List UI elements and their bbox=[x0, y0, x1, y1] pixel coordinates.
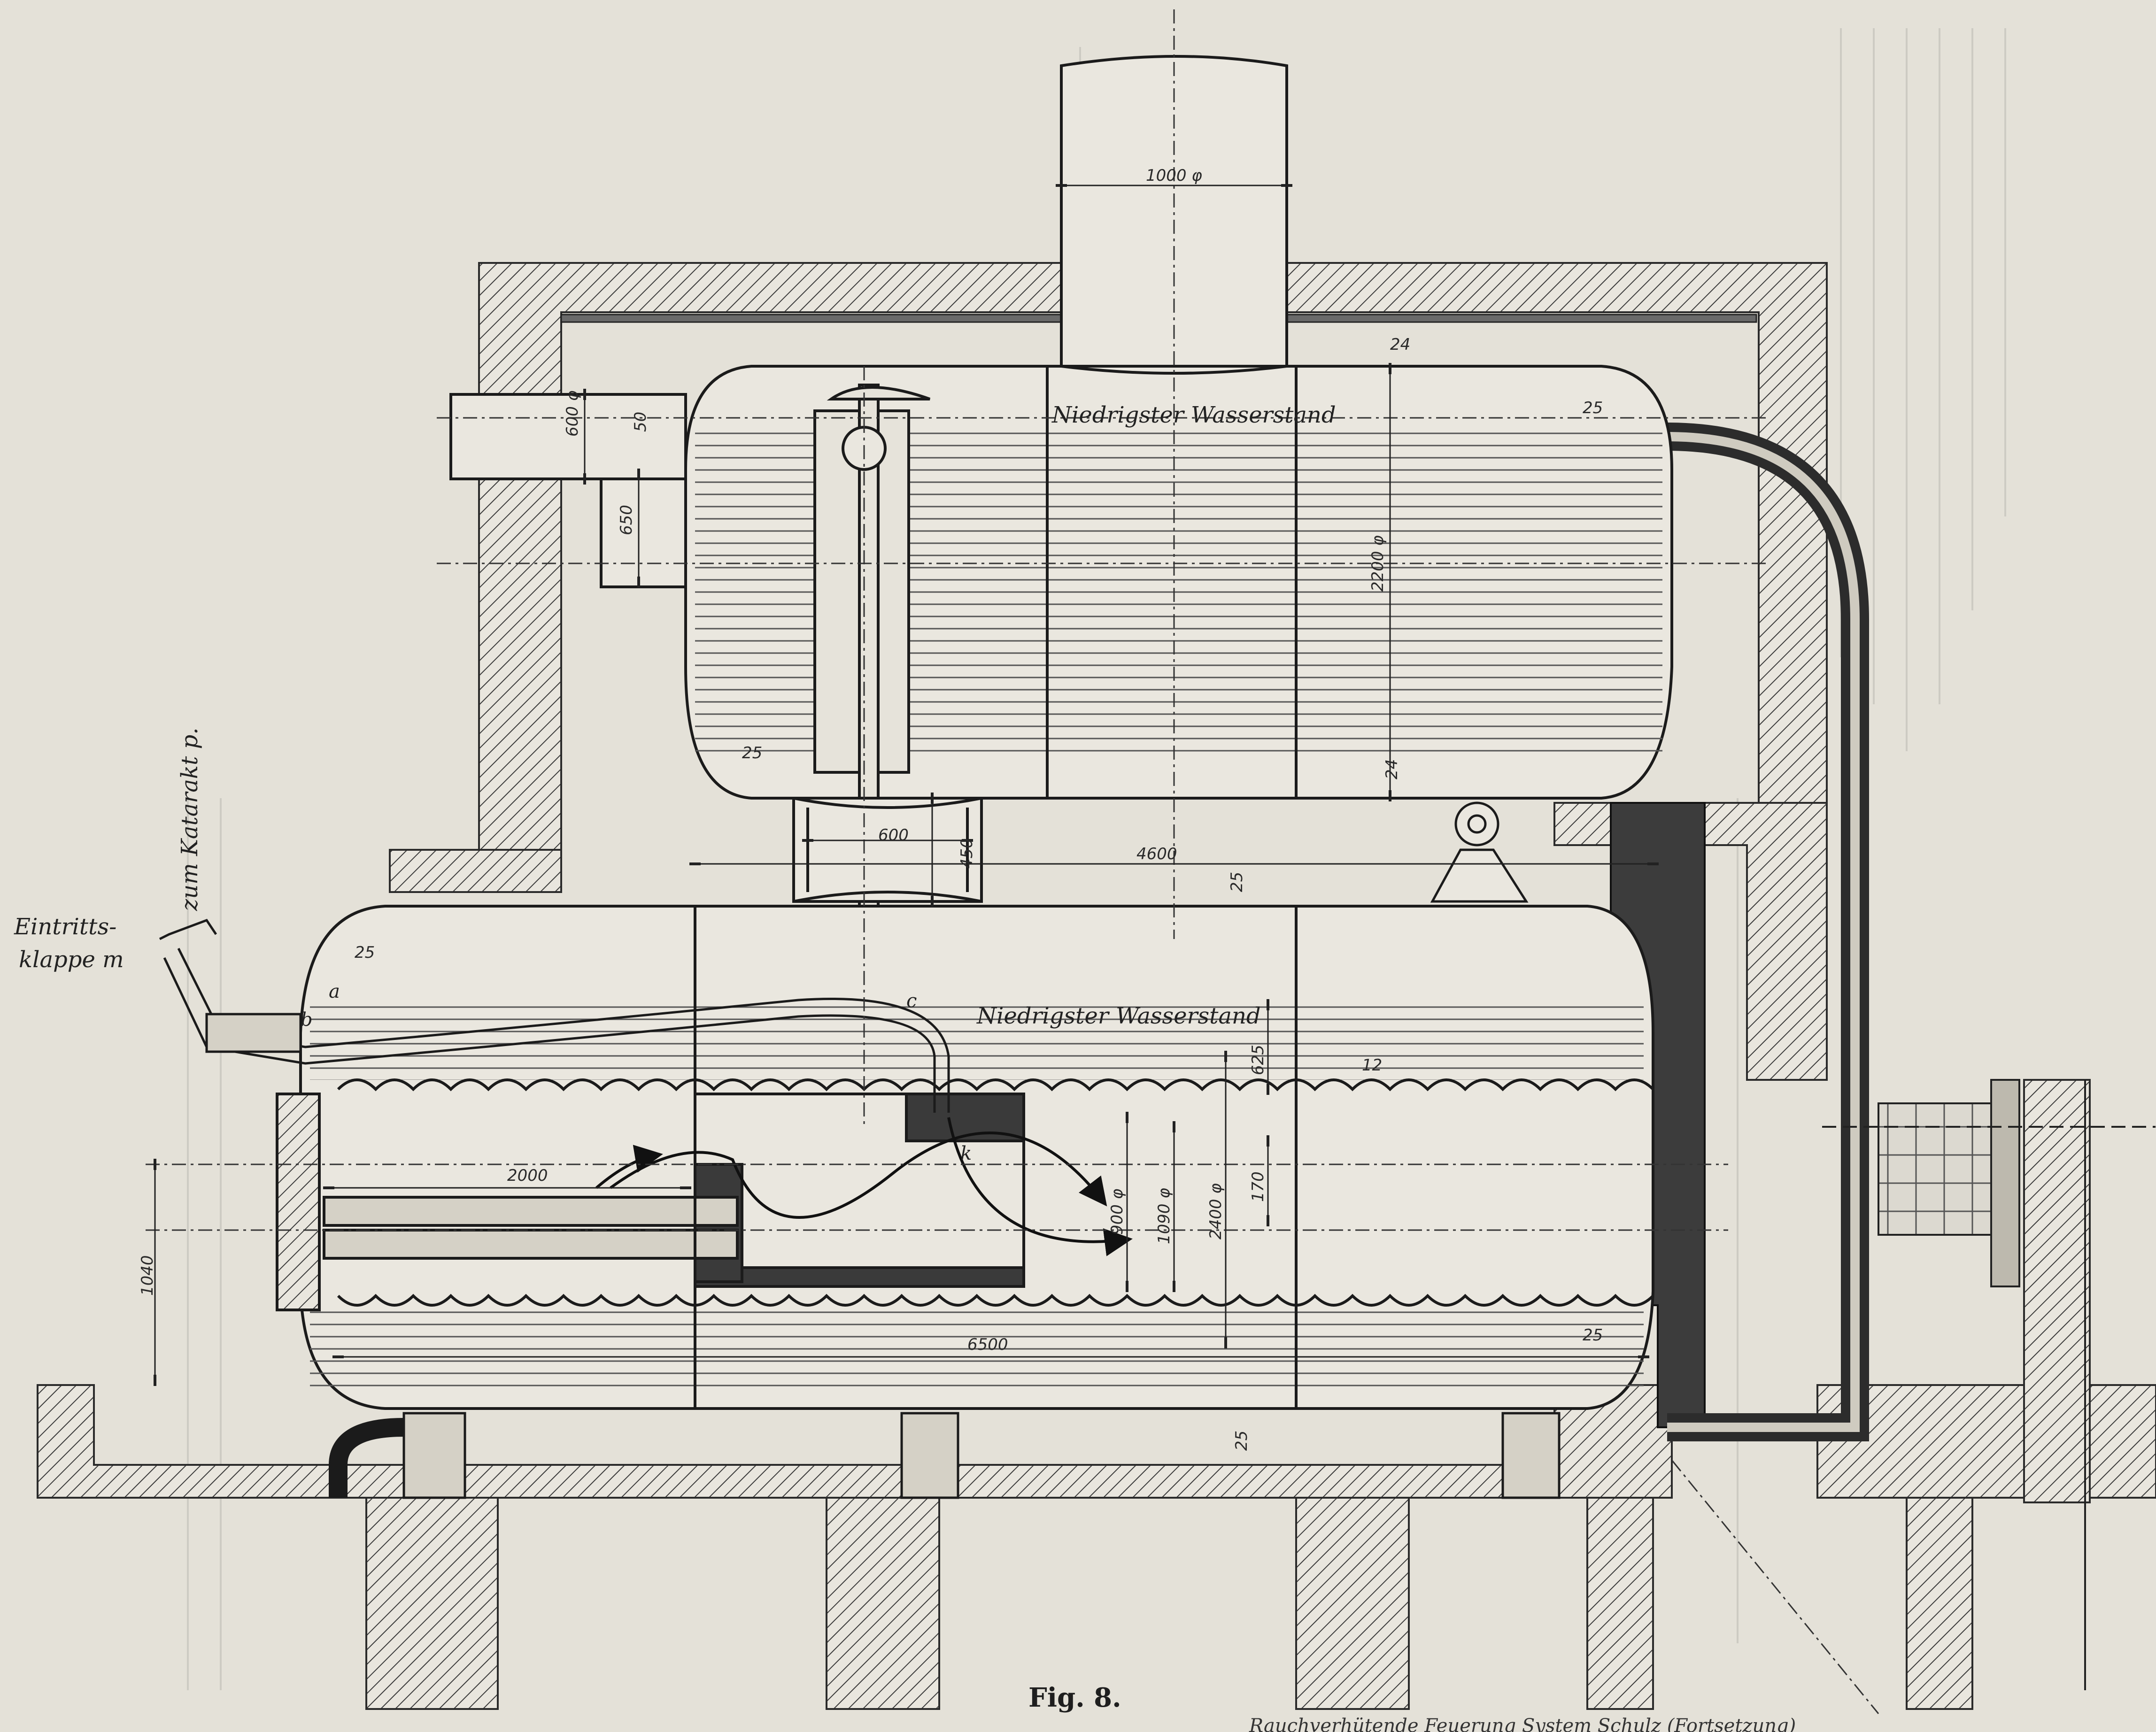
lower-water-level-label: Niedrigster Wasserstand bbox=[976, 1003, 1261, 1029]
dim-lower-dia: 2400 φ bbox=[1206, 1183, 1225, 1239]
marker-a: a bbox=[329, 981, 340, 1002]
brickwork bbox=[37, 262, 2156, 1710]
dim-pipe-drop: 650 bbox=[617, 505, 636, 535]
flame-flow-arrows bbox=[595, 1117, 1133, 1256]
dimension-arrows bbox=[154, 184, 1659, 1386]
dim-lower-water: 625 bbox=[1249, 1045, 1267, 1075]
dim-upper-dia: 2200 φ bbox=[1368, 535, 1387, 592]
dim-upper-wall-top: 24 bbox=[1390, 335, 1410, 354]
dim-lower-head-left: 25 bbox=[355, 943, 375, 962]
upper-water-level-label: Niedrigster Wasserstand bbox=[1051, 402, 1336, 428]
dim-flue-gap: 170 bbox=[1249, 1171, 1267, 1202]
dim-neck-height: 450 bbox=[958, 838, 976, 869]
dim-grate-height: 1040 bbox=[138, 1255, 157, 1296]
dim-grate-length: 2000 bbox=[507, 1166, 548, 1185]
dim-lower-head-right: 25 bbox=[1583, 1326, 1603, 1345]
dim-upper-head-right: 25 bbox=[1583, 399, 1603, 417]
footer-text: Rauchverhütende Feuerung System Schulz (… bbox=[1249, 1715, 1796, 1732]
inlet-flap-label-1: Eintritts- bbox=[14, 914, 116, 940]
dim-lower-length: 6500 bbox=[967, 1335, 1008, 1354]
dim-upper-head-left: 25 bbox=[742, 744, 762, 762]
dim-dome-dia: 1000 φ bbox=[1146, 166, 1202, 185]
drum-connection bbox=[792, 797, 983, 903]
inlet-flap-label-2: klappe m bbox=[19, 947, 124, 973]
cataract-label: zum Katarakt p. bbox=[177, 727, 203, 911]
bleed-through-text bbox=[187, 28, 2006, 1690]
dim-flue-dia: 1090 φ bbox=[1155, 1188, 1174, 1244]
dimension-lines bbox=[146, 9, 1879, 1714]
figure-caption: Fig. 8. bbox=[1028, 1682, 1121, 1713]
marker-k: k bbox=[960, 1143, 972, 1164]
upper-drum bbox=[449, 55, 1673, 955]
dim-neck-width: 600 bbox=[878, 826, 909, 845]
supports-and-drain bbox=[329, 1412, 1561, 1499]
marker-b: b bbox=[301, 1009, 313, 1031]
support-roller bbox=[1430, 801, 1529, 903]
dim-firebox-height: 900 φ bbox=[1108, 1188, 1127, 1235]
damper-box bbox=[1822, 1079, 2156, 1287]
dim-pipe-dia: 600 φ bbox=[563, 390, 582, 437]
feed-pipe bbox=[159, 918, 950, 1113]
flue-duct bbox=[1667, 423, 1869, 1441]
dim-flue-wall: 12 bbox=[1362, 1056, 1382, 1075]
dim-lower-wall-top: 25 bbox=[1228, 872, 1246, 892]
dim-lower-wall-bottom: 25 bbox=[1232, 1431, 1251, 1451]
handwritten-labels: Niedrigster Wasserstand Niedrigster Wass… bbox=[14, 402, 1336, 1164]
dim-upper-length: 4600 bbox=[1136, 845, 1177, 863]
dimension-text: 1000 φ 600 φ 50 650 24 25 2200 φ 25 24 6… bbox=[138, 166, 1603, 1451]
dim-upper-wall-bottom: 24 bbox=[1383, 759, 1401, 779]
dim-pipe-offset: 50 bbox=[631, 412, 650, 432]
marker-c: c bbox=[906, 990, 917, 1012]
lower-drum bbox=[276, 905, 1654, 1410]
cover-plates bbox=[560, 314, 1757, 323]
